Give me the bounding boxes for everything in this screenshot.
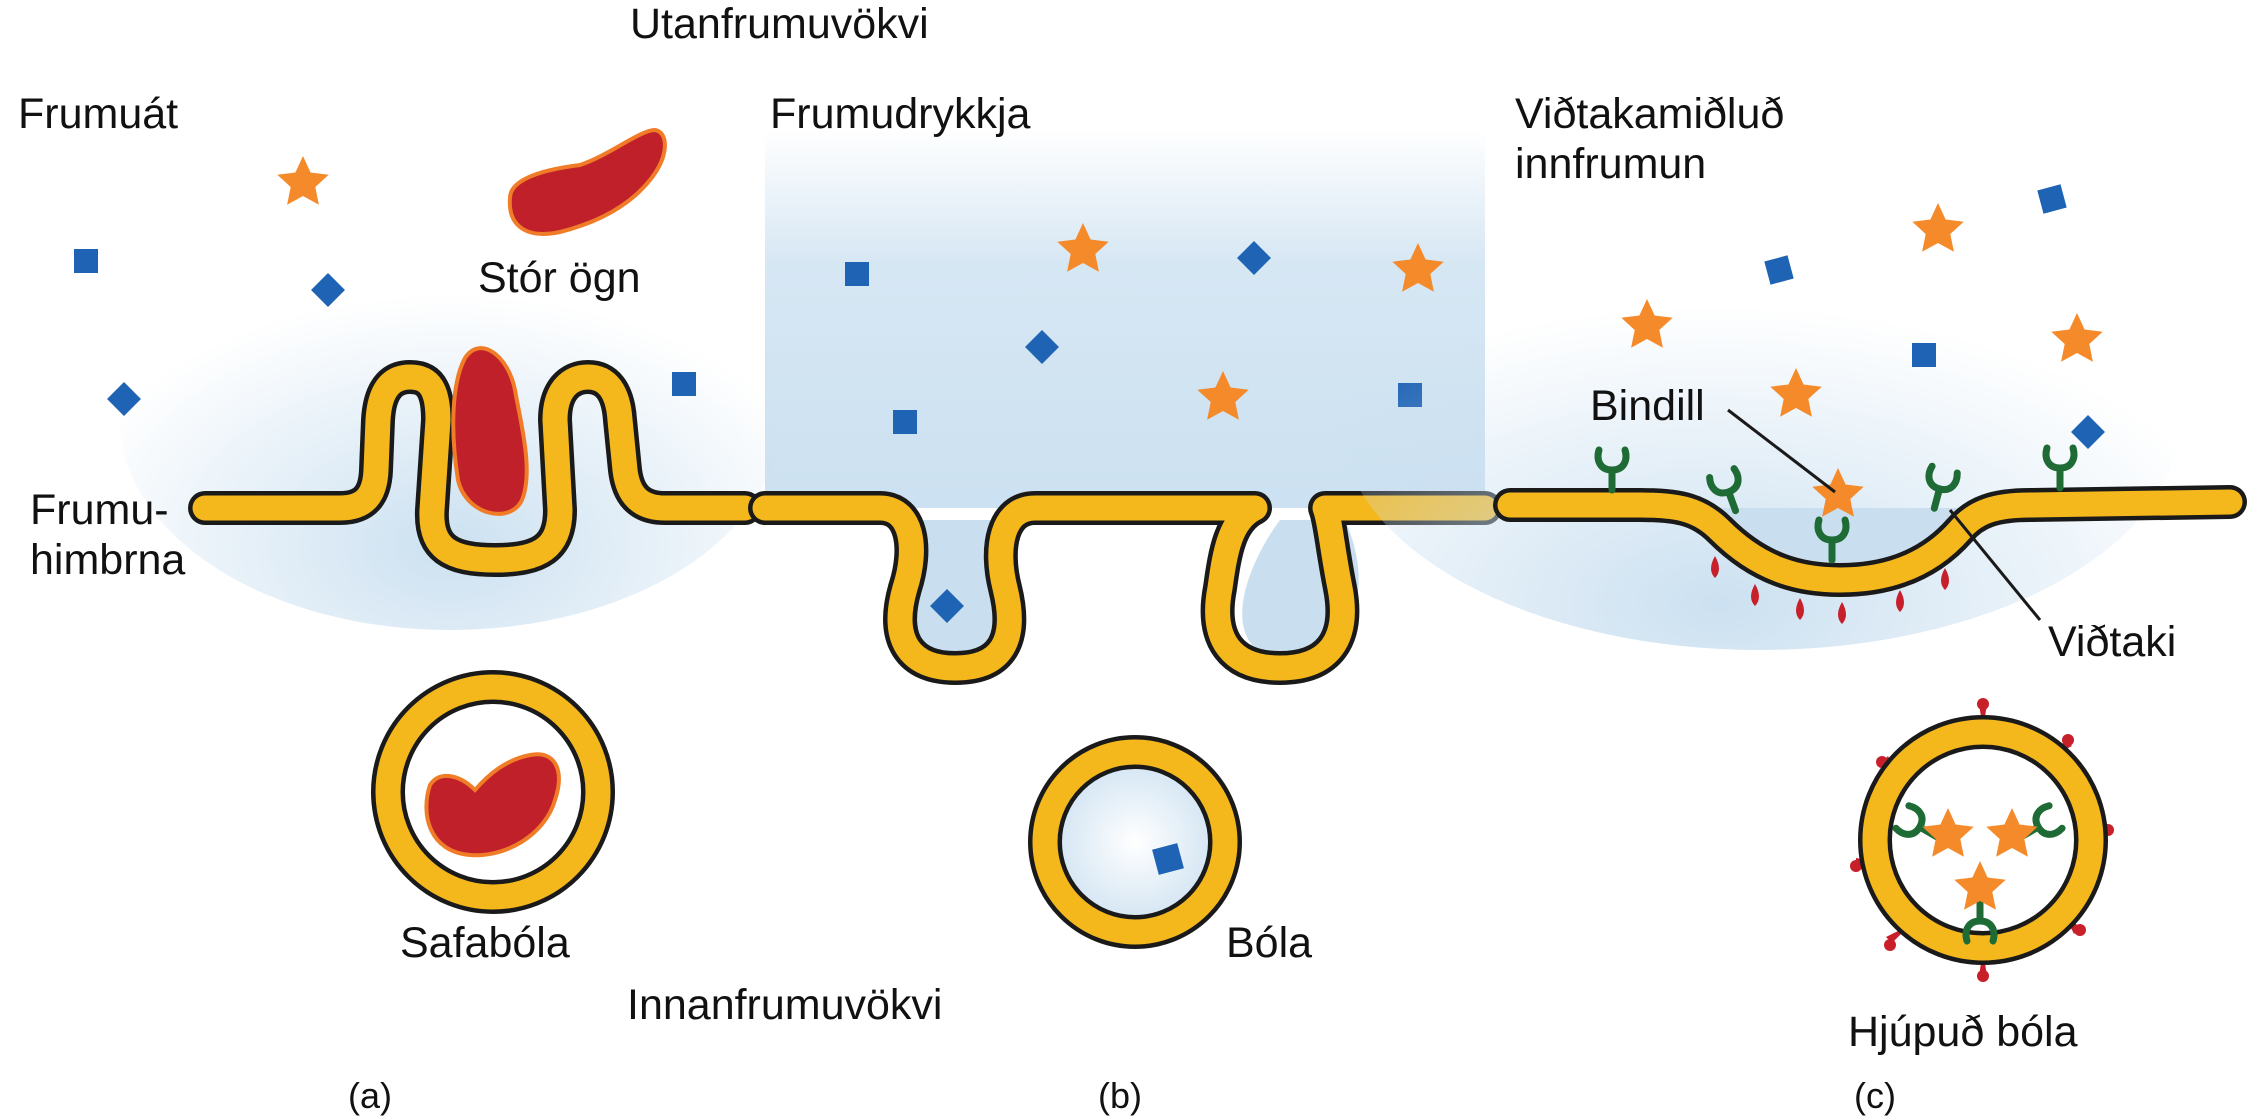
large-particle	[507, 127, 667, 236]
receptor-mediated-label-line1: Viðtakamiðluð	[1515, 90, 1784, 138]
engulfed-particle	[424, 752, 561, 858]
coat-proteins-pit	[1711, 556, 1949, 624]
square-icon	[74, 249, 98, 273]
leader-lines	[1727, 408, 2042, 621]
receptor-label: Viðtaki	[2048, 618, 2176, 666]
square-icon	[1912, 343, 1936, 367]
square-icon	[1025, 330, 1059, 364]
intracellular-label: Innanfrumuvökvi	[627, 981, 943, 1029]
pinocytosis-label: Frumudrykkja	[770, 90, 1031, 138]
square-icon	[1152, 843, 1184, 875]
square-icon	[672, 372, 696, 396]
vesicle-label: Bóla	[1226, 919, 1312, 967]
vacuole-label: Safabóla	[400, 919, 570, 967]
large-particle-entering	[451, 346, 529, 516]
vacuole	[371, 670, 615, 914]
panel-b-label: (b)	[1098, 1075, 1142, 1116]
square-icon	[930, 589, 964, 623]
panel-receptor-mediated	[1340, 184, 2247, 982]
square-icon	[2037, 184, 2067, 214]
square-icon	[893, 410, 917, 434]
square-icon	[845, 262, 869, 286]
receptor-leader-line	[1948, 509, 2042, 621]
labels: Utanfrumuvökvi Frumuát Stór ögn Frumu- h…	[18, 0, 2176, 1116]
panel-c-label: (c)	[1854, 1075, 1896, 1116]
star-icon	[277, 156, 329, 205]
membrane-label-line2: himbrna	[30, 536, 185, 584]
receptor-mediated-label-line2: innfrumun	[1515, 140, 1706, 188]
cell-membrane-b	[748, 491, 1502, 685]
square-icon	[1764, 255, 1794, 285]
panel-phagocytosis	[74, 127, 780, 914]
panel-a-label: (a)	[348, 1075, 392, 1116]
coated-vesicle	[1850, 698, 2114, 982]
vesicle	[1028, 735, 1242, 949]
phagocytosis-label: Frumuát	[18, 90, 178, 138]
square-icon	[1237, 241, 1271, 275]
extracellular-label: Utanfrumuvökvi	[630, 0, 929, 48]
square-icon	[311, 273, 345, 307]
ligand-label: Bindill	[1590, 382, 1705, 430]
extracellular-fluid-c	[1340, 190, 2180, 650]
coated-vesicle-label: Hjúpuð bóla	[1848, 1008, 2078, 1056]
ligand-leader-line	[1727, 408, 1836, 494]
panel-pinocytosis	[748, 130, 1502, 949]
membrane-label-line1: Frumu-	[30, 486, 169, 534]
cell-membrane-a	[188, 360, 762, 577]
cell-membrane-c	[1493, 485, 2247, 597]
large-particle-label: Stór ögn	[478, 254, 641, 302]
